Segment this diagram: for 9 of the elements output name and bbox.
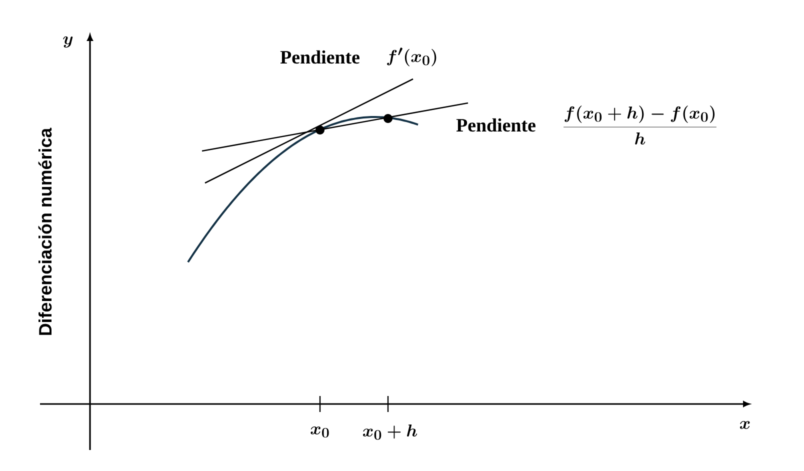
axis-label: $x$ xyxy=(740,421,750,429)
tick-label: $x_0$ xyxy=(310,426,329,438)
slope-formula: $f'(x_0)$ xyxy=(387,48,436,66)
axis-label: $y$ xyxy=(63,36,73,48)
slope-formula: $\frac{f(x_0 + h) - f(x_0)}{h}$ xyxy=(564,106,716,145)
slope-label: Pendiente xyxy=(456,118,536,132)
slope-label: Pendiente xyxy=(280,50,360,64)
tick-label: $x_0 + h$ xyxy=(363,424,418,440)
side-title: Diferenciación numérica xyxy=(38,128,52,335)
